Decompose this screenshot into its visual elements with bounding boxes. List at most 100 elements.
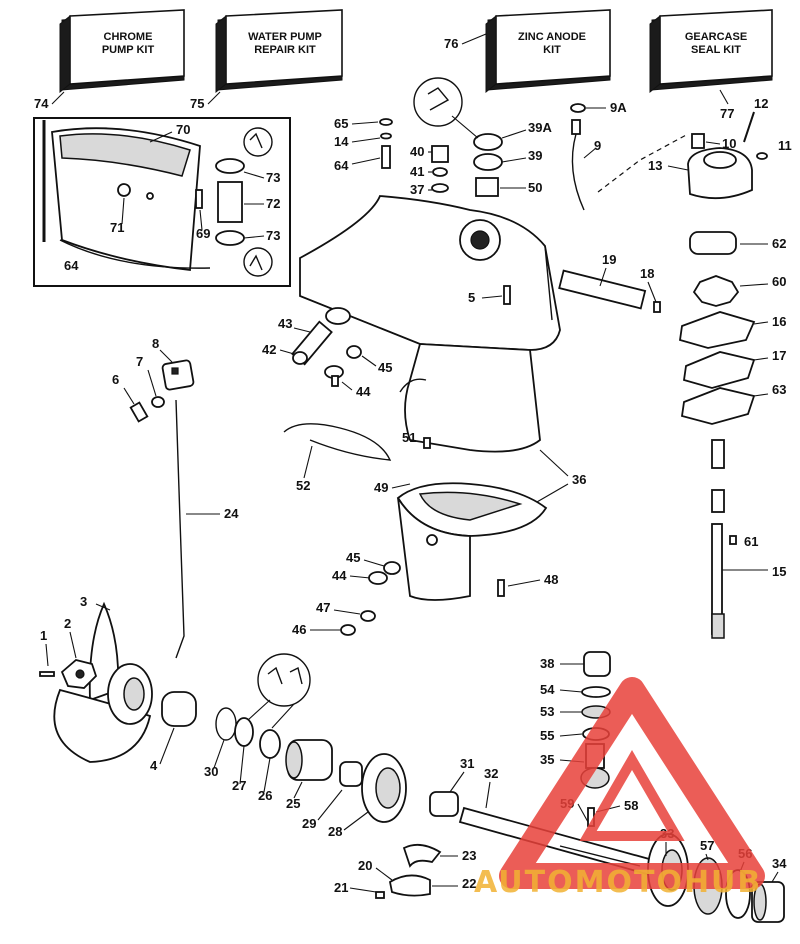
callout-11: 11	[778, 138, 792, 153]
callout-70: 70	[176, 122, 190, 137]
kit-label-line1: WATER PUMP	[248, 31, 322, 43]
callout-65: 65	[334, 116, 348, 131]
callout-74: 74	[34, 96, 49, 111]
callout-32: 32	[484, 766, 498, 781]
propeller	[53, 601, 153, 763]
callout-10: 10	[722, 136, 736, 151]
callout-63: 63	[772, 382, 786, 397]
callout-2: 2	[64, 616, 71, 631]
kit-box-gearcase-seal: GEARCASE SEAL KIT	[649, 9, 773, 94]
callout-3: 3	[80, 594, 87, 609]
callout-22: 22	[462, 876, 476, 891]
callout-53: 53	[540, 704, 554, 719]
callout-25: 25	[286, 796, 300, 811]
callout-64: 64	[334, 158, 349, 173]
driveshaft-housing	[299, 195, 561, 453]
callout-4: 4	[150, 758, 158, 773]
callout-9: 9	[594, 138, 601, 153]
callout-9A: 9A	[610, 100, 627, 115]
callout-26: 26	[258, 788, 272, 803]
callout-14: 14	[334, 134, 349, 149]
callout-45-lower: 45	[346, 550, 360, 565]
callout-31: 31	[460, 756, 474, 771]
callout-62: 62	[772, 236, 786, 251]
callout-27: 27	[232, 778, 246, 793]
reverse-gear	[361, 753, 407, 823]
kit-label-line2: SEAL KIT	[691, 44, 741, 56]
callout-44-lower: 44	[332, 568, 347, 583]
callout-71: 71	[110, 220, 124, 235]
kit-box-water-pump: WATER PUMP REPAIR KIT	[215, 9, 343, 94]
callout-41: 41	[410, 164, 424, 179]
callout-43: 43	[278, 316, 292, 331]
callout-54: 54	[540, 682, 555, 697]
kit-label-line1: GEARCASE	[685, 31, 747, 43]
callout-39: 39	[528, 148, 542, 163]
callout-40: 40	[410, 144, 424, 159]
kit-label-line1: ZINC ANODE	[518, 31, 586, 43]
callout-50: 50	[528, 180, 542, 195]
callout-7: 7	[136, 354, 143, 369]
callout-73-bottom: 73	[266, 228, 280, 243]
prop-nut	[60, 659, 98, 689]
callout-35: 35	[540, 752, 554, 767]
callout-20: 20	[358, 858, 372, 873]
callout-48: 48	[544, 572, 558, 587]
callout-75: 75	[190, 96, 204, 111]
callout-21: 21	[334, 880, 348, 895]
callout-6: 6	[112, 372, 119, 387]
callout-28: 28	[328, 824, 342, 839]
callout-61: 61	[744, 534, 758, 549]
callout-73-top: 73	[266, 170, 280, 185]
callout-51: 51	[402, 430, 416, 445]
callout-12: 12	[754, 96, 768, 111]
water-pump-housing	[687, 133, 753, 200]
kit-box-zinc-anode: ZINC ANODE KIT	[485, 9, 611, 94]
kit-label-line2: PUMP KIT	[102, 44, 155, 56]
callout-64-inset: 64	[64, 258, 79, 273]
callout-23: 23	[462, 848, 476, 863]
callout-76: 76	[444, 36, 458, 51]
callout-29: 29	[302, 816, 316, 831]
callout-37: 37	[410, 182, 424, 197]
callout-49: 49	[374, 480, 388, 495]
watermark-text: AUTOMOTOHUB	[474, 865, 762, 900]
callout-52: 52	[296, 478, 310, 493]
kit-label-line1: CHROME	[104, 31, 153, 43]
callout-24: 24	[224, 506, 239, 521]
callout-77: 77	[720, 106, 734, 121]
callout-1: 1	[40, 628, 47, 643]
callout-42: 42	[262, 342, 276, 357]
kit-label-line2: REPAIR KIT	[254, 44, 316, 56]
gearcase	[396, 482, 548, 601]
callout-69: 69	[196, 226, 210, 241]
callout-58: 58	[624, 798, 638, 813]
callout-47: 47	[316, 600, 330, 615]
callout-19: 19	[602, 252, 616, 267]
callout-15: 15	[772, 564, 786, 579]
inset-exhaust-housing	[33, 117, 291, 287]
callout-17: 17	[772, 348, 786, 363]
callout-5: 5	[468, 290, 475, 305]
callout-13: 13	[648, 158, 662, 173]
callout-16: 16	[772, 314, 786, 329]
callout-57: 57	[700, 838, 714, 853]
callout-36: 36	[572, 472, 586, 487]
callout-34: 34	[772, 856, 787, 871]
callout-45-top: 45	[378, 360, 392, 375]
callout-46: 46	[292, 622, 306, 637]
kit-label-line2: KIT	[543, 44, 561, 56]
callout-55: 55	[540, 728, 554, 743]
callout-72: 72	[266, 196, 280, 211]
callout-8: 8	[152, 336, 159, 351]
callout-60: 60	[772, 274, 786, 289]
kit-box-chrome-pump: CHROME PUMP KIT	[59, 9, 185, 94]
callout-30: 30	[204, 764, 218, 779]
callout-38: 38	[540, 656, 554, 671]
callout-39A: 39A	[528, 120, 552, 135]
bearing-carrier	[285, 739, 333, 781]
callout-18: 18	[640, 266, 654, 281]
watermark-logo	[499, 677, 765, 889]
callout-44-top: 44	[356, 384, 371, 399]
